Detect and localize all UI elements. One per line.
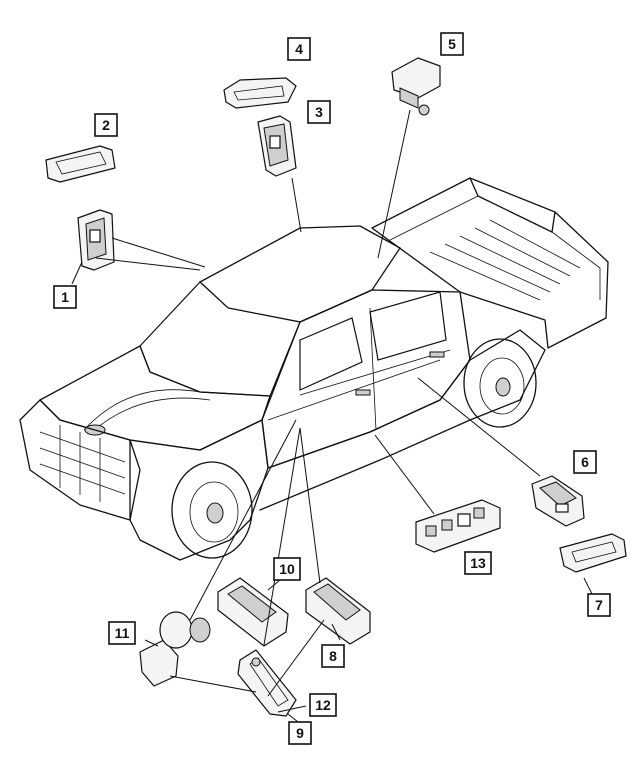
callout-2-label: 2 xyxy=(102,117,110,133)
callout-11-label: 11 xyxy=(115,625,130,641)
callout-7: 7 xyxy=(587,593,611,617)
callout-1: 1 xyxy=(53,285,77,309)
callout-13-label: 13 xyxy=(470,555,486,571)
part-3-switch xyxy=(257,115,297,177)
callout-4-label: 4 xyxy=(295,41,303,57)
part-11-switch xyxy=(139,611,211,687)
pickup-truck xyxy=(19,177,609,561)
callout-3-label: 3 xyxy=(315,104,323,120)
front-wheel xyxy=(171,461,253,559)
rear-wheel xyxy=(463,338,537,428)
callout-2: 2 xyxy=(94,113,118,137)
part-4-bezel xyxy=(223,77,297,109)
part-13-switch-bank xyxy=(415,499,501,553)
callout-3: 3 xyxy=(307,100,331,124)
callout-10: 10 xyxy=(273,557,301,581)
part-7-bezel xyxy=(559,533,627,573)
callout-7-label: 7 xyxy=(595,597,603,613)
callout-5-label: 5 xyxy=(448,36,456,52)
callout-9-label: 9 xyxy=(296,725,304,741)
callout-6-label: 6 xyxy=(581,454,589,470)
part-6-switch xyxy=(531,475,585,527)
callout-4: 4 xyxy=(287,37,311,61)
callout-6: 6 xyxy=(573,450,597,474)
part-1-switch xyxy=(77,209,115,271)
callout-11: 11 xyxy=(108,621,136,645)
callout-8-label: 8 xyxy=(329,648,337,664)
callout-8: 8 xyxy=(321,644,345,668)
leader-lines xyxy=(71,109,593,723)
callout-9: 9 xyxy=(288,721,312,745)
part-8-switch xyxy=(305,577,371,645)
callout-12-label: 12 xyxy=(315,697,331,713)
callout-5: 5 xyxy=(440,32,464,56)
part-5-sensor xyxy=(391,57,441,116)
callout-10-label: 10 xyxy=(279,561,295,577)
callout-1-label: 1 xyxy=(61,289,69,305)
part-10-switch xyxy=(217,577,289,647)
callout-12: 12 xyxy=(309,693,337,717)
part-9-bezel xyxy=(237,649,297,717)
part-2-bezel xyxy=(45,145,116,183)
callout-13: 13 xyxy=(464,551,492,575)
